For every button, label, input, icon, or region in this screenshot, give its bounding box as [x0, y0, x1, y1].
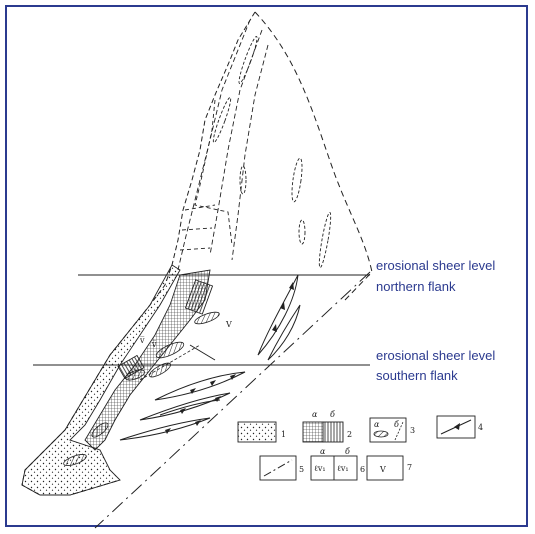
lens-dashed-6 [212, 96, 232, 144]
legend-2-a: α [312, 410, 318, 419]
legend-2-b: б [330, 410, 335, 419]
annotation-line2-a: erosional sheer level [376, 348, 495, 363]
thrust-lens-2 [267, 304, 301, 361]
legend-swatch-1 [237, 421, 277, 443]
legend-num-6: 6 [360, 465, 365, 474]
hatched-lens-2 [155, 341, 185, 359]
fault-line-2 [189, 344, 216, 361]
legend-swatch-3 [369, 417, 407, 443]
legend-swatch-2a [302, 421, 324, 443]
legend-6-sym-b: ℓv₁ [337, 464, 349, 473]
lens-dashed-2 [291, 157, 303, 203]
annotation-line1-b: northern flank [376, 279, 456, 294]
massif-outline-left [21, 11, 256, 496]
legend-swatch-7 [366, 455, 404, 481]
thrust-lens-5 [119, 417, 211, 441]
grid-belt [84, 269, 211, 451]
legend-num-3: 3 [410, 426, 415, 435]
legend-num-2: 2 [347, 430, 352, 439]
annotation-line1-a: erosional sheer level [376, 258, 495, 273]
dashed-band-1 [177, 19, 251, 271]
legend-swatch-2b [322, 421, 344, 443]
lens-dashed-5 [238, 36, 258, 84]
legend-3-b: б [394, 420, 399, 429]
legend-6-a: α [320, 447, 326, 456]
thrust-lens-4 [139, 392, 231, 421]
fault-line-3 [139, 344, 201, 381]
dashed-band-5 [179, 204, 216, 251]
map-label-v-small1: v̅ [139, 336, 145, 345]
legend: 1 α б 2 α б 3 4 5 α б ℓv₁ ℓv₁ 6 V 7 [237, 410, 483, 481]
fault-line-1 [94, 271, 371, 529]
hatched-lens-5 [63, 454, 87, 466]
hatched-lens-1 [194, 311, 220, 325]
lens-dashed-1 [239, 165, 247, 195]
legend-num-5: 5 [299, 465, 304, 474]
thrust-teeth [165, 282, 294, 434]
dashed-band-3 [231, 44, 269, 261]
dashed-band-2 [209, 29, 263, 256]
hatched-lens-4 [91, 422, 109, 438]
thrust-lens-6 [159, 399, 221, 416]
hatched-lens-6 [149, 362, 171, 378]
lens-dashed-4 [318, 211, 332, 269]
legend-3-lens [373, 430, 389, 438]
legend-num-1: 1 [281, 430, 286, 439]
legend-num-4: 4 [478, 423, 483, 432]
stripe-block-1 [184, 279, 214, 315]
hatched-lens-3 [125, 369, 145, 381]
legend-6-b: б [345, 447, 350, 456]
legend-6-sym-a: ℓv₁ [314, 464, 326, 473]
legend-5-line [263, 459, 293, 477]
thrust-lens-3 [154, 371, 246, 401]
annotation-line2-b: southern flank [376, 368, 458, 383]
lens-dashed-3 [298, 219, 306, 245]
dotted-belt [21, 264, 181, 496]
massif-outline-right [254, 11, 373, 301]
dashed-band-4 [194, 99, 233, 246]
legend-num-7: 7 [407, 463, 412, 472]
legend-3-a: α [374, 420, 380, 429]
map-label-v-main: V [225, 320, 232, 329]
map-label-v-small2: v̅ [151, 340, 157, 349]
legend-7-sym: V [379, 465, 386, 474]
legend-4-tooth [454, 423, 460, 430]
